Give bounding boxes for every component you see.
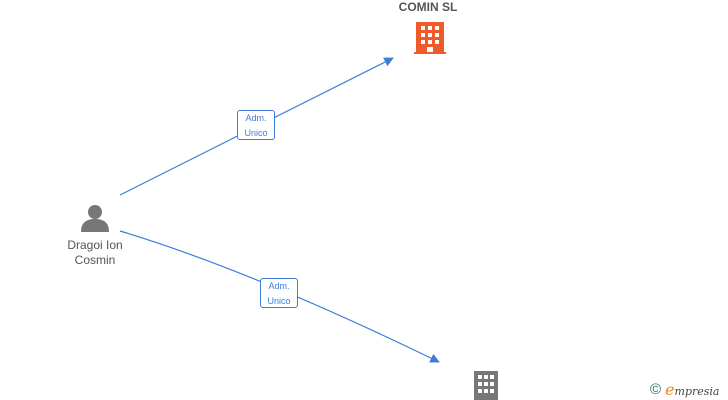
building-icon[interactable] xyxy=(414,22,446,54)
edge-role-line2: Unico xyxy=(244,128,268,138)
edge-label-role-top: Adm. Unico xyxy=(237,110,275,140)
edge-role-line2: Unico xyxy=(267,296,291,306)
brand-logo: © empresia xyxy=(650,379,720,399)
building-icon[interactable] xyxy=(474,371,498,400)
edge-role-line1: Adm. xyxy=(268,281,290,291)
company-name-top[interactable]: COMIN SL xyxy=(398,0,458,14)
edge-label-role-bottom: Adm. Unico xyxy=(260,278,298,308)
person-name-line1: Dragoi Ion xyxy=(67,238,123,252)
person-name-line2: Cosmin xyxy=(74,253,116,267)
copyright-icon: © xyxy=(650,380,662,398)
brand-wordmark: empresia xyxy=(665,379,720,399)
edge-role-line1: Adm. xyxy=(245,113,267,123)
person-name[interactable]: Dragoi Ion Cosmin xyxy=(50,238,140,268)
person-icon[interactable] xyxy=(81,205,109,232)
